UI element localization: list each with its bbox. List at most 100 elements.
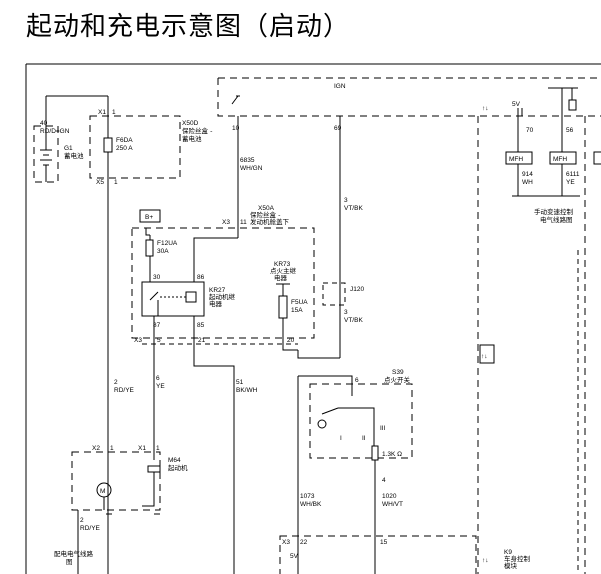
starter-internal-wires	[103, 458, 155, 510]
k9-5v: 5V	[290, 553, 299, 560]
fuse-f6da-code: F6DA	[116, 137, 133, 144]
f12ua-feed	[145, 228, 150, 236]
mfh-label-1: MFH	[509, 156, 523, 163]
f5ua-code: F5UA	[291, 299, 308, 306]
x50a-name2: 发动机舱盖下	[250, 217, 290, 226]
mfh-box-2	[549, 151, 577, 165]
battery-name: 蓄电池	[64, 151, 84, 160]
page-title: 起动和充电示意图（启动）	[26, 12, 351, 42]
x50a-pin11: 11	[240, 219, 247, 226]
wire-2a-num: 2	[114, 379, 118, 386]
kr27-code: KR27	[209, 287, 226, 294]
right-pin56: 56	[566, 127, 574, 134]
wire-51-color: BK/WH	[236, 387, 258, 394]
k9-pin22: 22	[300, 539, 308, 546]
s39-pin6: 6	[355, 377, 359, 384]
ign-label: IGN	[334, 83, 346, 90]
wire-2b-color: RD/YE	[80, 525, 101, 532]
wire-1020-color: WH/VT	[382, 501, 403, 508]
s39-switch-arm	[321, 407, 375, 446]
x50a-box	[131, 227, 315, 339]
m64-pin-x1: 1	[156, 445, 160, 452]
dist-note-line2: 图	[66, 558, 73, 566]
right-pin70: 70	[526, 127, 534, 134]
kr73-name2: 电器	[274, 273, 288, 282]
x50a-code: X50A	[258, 205, 275, 212]
j120-code: J120	[350, 286, 364, 293]
fuse-f6da	[103, 137, 113, 153]
m64-x2: X2	[92, 445, 100, 452]
kr73-name1: 点火主继	[270, 266, 297, 275]
x50d-pin5: 1	[114, 179, 118, 186]
kr73-contact	[276, 283, 290, 288]
s39-pin4: 4	[382, 477, 386, 484]
m64-code: M64	[168, 457, 181, 464]
x50a-x3-top: X3	[222, 219, 230, 226]
updown-arrow-boxed-icon: ↑↓	[481, 353, 488, 360]
right-note-2: 电气线路图	[540, 215, 573, 224]
x50a-pin21: 21	[198, 337, 206, 344]
x50d-name2: 蓄电池	[182, 134, 202, 143]
k9-name1: 车身控制	[504, 554, 531, 563]
battery-pin-40: 40	[40, 120, 48, 127]
fuse-f12ua	[145, 239, 154, 257]
m64-x1: X1	[138, 445, 146, 452]
right-5v: 5V	[512, 101, 521, 108]
battery-code: G1	[64, 145, 73, 152]
ign-switch-symbol	[231, 95, 240, 105]
s39-pos-1: I	[340, 435, 342, 442]
m64-box	[71, 451, 161, 511]
wire-1073-num: 1073	[300, 493, 315, 500]
s39-name: 点火开关	[384, 375, 411, 384]
updown-arrow-icon: ↑↓	[482, 105, 489, 112]
mfh-label-2: MFH	[553, 156, 567, 163]
f5ua-wire-bot	[282, 318, 298, 351]
wire-6-color: YE	[156, 383, 165, 390]
k9-bottom-box	[279, 535, 477, 574]
s39-pos-2: II	[362, 435, 366, 442]
kr27-switch	[149, 291, 159, 316]
wire-ign-to-x50a	[297, 350, 340, 359]
x50a-pin20: 20	[287, 337, 295, 344]
wire-3a-num: 3	[344, 197, 348, 204]
s39-key-icon	[317, 419, 327, 429]
k9-pin15: 15	[380, 539, 388, 546]
wire-2b-num: 2	[80, 517, 84, 524]
wire-6-num: 6	[156, 375, 160, 382]
fuse-f6da-rating: 250 A	[116, 145, 133, 152]
wire-6835-code: 6835	[240, 157, 255, 164]
kr73-code: KR73	[274, 261, 291, 268]
mfh-box-1	[505, 151, 533, 165]
bplus-label: B+	[145, 214, 153, 221]
k9-x3: X3	[282, 539, 290, 546]
battery-wire-color: RD/D=GN	[40, 128, 70, 135]
dist-note-line1: 配电电气线路	[54, 549, 94, 558]
s39-code: S39	[392, 369, 404, 376]
updown-arrow-icon-bottom: ↑↓	[482, 557, 489, 564]
kr27-pin87: 87	[153, 322, 161, 329]
m64-pin-x2: 1	[110, 445, 114, 452]
x50a-pin5: 5	[157, 337, 161, 344]
wire-6111-color: YE	[566, 179, 575, 186]
m64-name: 起动机	[168, 463, 188, 472]
pin10: 10	[232, 125, 240, 132]
wire-914-color: WH	[522, 179, 533, 186]
wire-3b-num: 3	[344, 309, 348, 316]
f12ua-code: F12UA	[157, 240, 178, 247]
mfh-box-3	[593, 151, 601, 165]
wire-51	[193, 316, 235, 574]
kr27-relay-box	[141, 281, 205, 317]
right-resistor	[568, 99, 577, 111]
wire-3b-color: VT/BK	[344, 317, 363, 324]
k9-module-box-top	[217, 77, 601, 117]
x50a-name1: 保险丝盒 -	[250, 210, 281, 219]
solenoid-icon	[147, 465, 161, 473]
motor-letter: M	[100, 488, 105, 495]
s39-res: 1.3K Ω	[382, 451, 402, 458]
x50a-x3-bot: X3	[134, 337, 142, 344]
wire-914-num: 914	[522, 171, 533, 178]
x50d-pin1: 1	[112, 109, 116, 116]
wire-2a-color: RD/YE	[114, 387, 135, 394]
wire-1073-color: WH/BK	[300, 501, 322, 508]
